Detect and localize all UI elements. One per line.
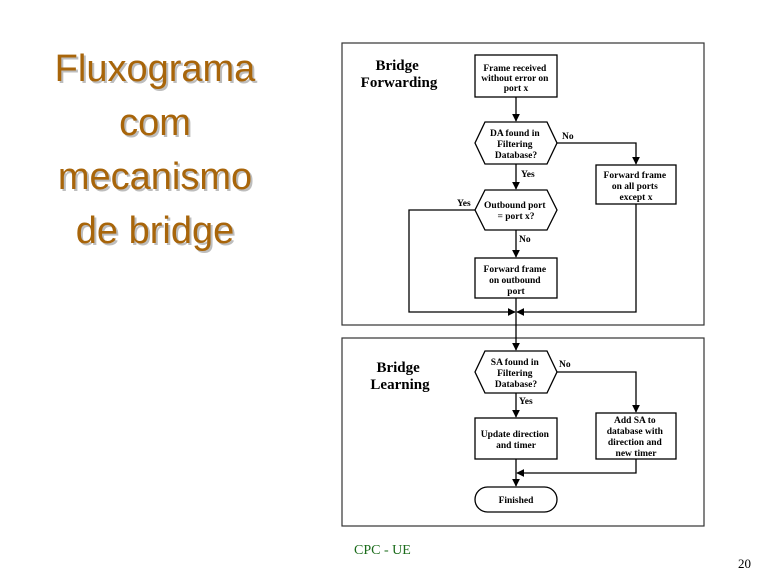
sa-found-text: SA found in Filtering Database? — [491, 358, 541, 390]
da-yes-label: Yes — [521, 170, 535, 180]
forward-all-box — [595, 164, 677, 205]
update-direction-text: Update direction and timer — [481, 430, 552, 451]
sa-yes-label: Yes — [519, 397, 533, 407]
forward-all-text: Forward frame on all ports except x — [604, 171, 669, 203]
finished-terminal — [474, 486, 558, 513]
edge-outbound-yes — [408, 209, 516, 316]
forward-outbound-box — [474, 257, 558, 299]
slide-title: Fluxograma com mecanismo de bridge — [30, 42, 280, 258]
forward-outbound-text: Forward frame on outbound port — [484, 265, 549, 297]
page-number: 20 — [738, 556, 751, 571]
da-no-label: No — [562, 132, 574, 142]
title-line: com — [119, 102, 191, 144]
add-sa-text: Add SA to database with direction and ne… — [607, 416, 666, 459]
edge-da-no — [557, 142, 640, 165]
da-found-decision — [474, 121, 558, 165]
add-sa-box — [595, 412, 677, 460]
da-found-text: DA found in Filtering Database? — [490, 129, 542, 161]
title-line: Fluxograma — [54, 48, 256, 90]
outbound-port-text: Outbound port = port x? — [484, 201, 548, 222]
title-line: de bridge — [75, 210, 235, 252]
sa-found-decision — [474, 350, 558, 394]
edge-forward-all-to-merge — [516, 204, 637, 316]
learning-label: Bridge Learning — [370, 360, 430, 393]
title-line: mecanismo — [57, 156, 253, 198]
outbound-no-label: No — [519, 235, 531, 245]
edge-sa-no — [557, 371, 640, 413]
outbound-yes-label: Yes — [457, 199, 471, 209]
edge-add-sa-to-finish-merge — [516, 459, 637, 477]
frame-received-text: Frame received without error on port x — [481, 64, 551, 94]
update-direction-box — [474, 417, 558, 460]
forwarding-label: Bridge Forwarding — [361, 58, 438, 91]
finished-text: Finished — [499, 496, 535, 506]
footer-source: CPC - UE — [354, 543, 411, 558]
sa-no-label: No — [559, 360, 571, 370]
frame-received-box — [474, 54, 558, 98]
